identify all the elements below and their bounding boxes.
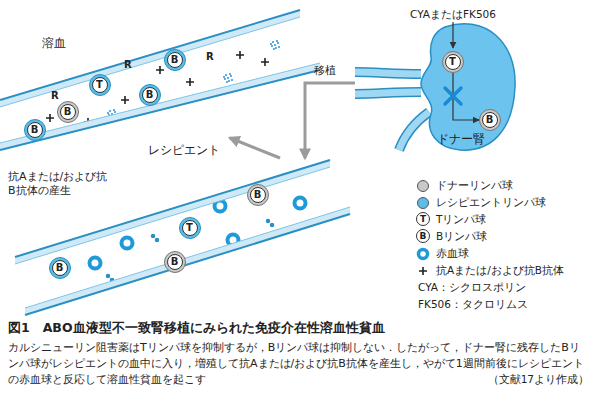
kidney-outline xyxy=(421,24,515,150)
legend-text: 抗Aまたは/および抗B抗体 xyxy=(436,263,564,278)
flow-arrow xyxy=(230,138,280,158)
vessel-inner-line xyxy=(25,207,350,308)
drug-label: CYAまたはFK506 xyxy=(405,8,501,22)
vessel-outline xyxy=(25,214,350,315)
lymphocyte-cell: B xyxy=(479,109,501,131)
vessel-inner-line xyxy=(0,63,320,143)
legend-letter: T xyxy=(420,214,426,224)
legend-text: レシピエントリンパ球 xyxy=(436,195,546,210)
renal-vessel-lumen xyxy=(355,92,421,94)
antibody-plus xyxy=(419,267,427,275)
legend-letter: B xyxy=(420,231,427,241)
lymphocyte-cell: T xyxy=(442,51,464,73)
flow-arrow xyxy=(305,83,355,158)
vessel-wall xyxy=(0,63,320,150)
legend-cell-symbol: B xyxy=(416,229,430,243)
cell-letter: B xyxy=(27,122,43,138)
legend-swatch xyxy=(417,197,429,209)
vessel-outline xyxy=(0,70,320,150)
donor-kidney: ドナー腎 T B xyxy=(355,22,515,152)
node-heading: レシピエント xyxy=(148,143,220,158)
abbreviation-note: FK506：タクロリムス xyxy=(418,298,528,312)
reference-note: （文献17より作成） xyxy=(488,373,589,387)
cell-letter: B xyxy=(52,260,68,276)
legend-text: Tリンパ球 xyxy=(436,212,486,227)
legend-text: Bリンパ球 xyxy=(436,229,487,244)
cell-letter: T xyxy=(182,220,198,236)
cell-letter: B xyxy=(167,254,183,270)
legend-cell-symbol: T xyxy=(416,212,430,226)
cell-letter: B xyxy=(250,187,266,203)
cell-letter: B xyxy=(142,87,158,103)
lymphocyte-cell: T xyxy=(89,74,111,96)
lymphocyte-cell: B xyxy=(164,251,186,273)
cell-letter: T xyxy=(445,54,461,70)
lymphocyte-cell: B xyxy=(164,49,186,71)
receptor-mark: R xyxy=(206,51,214,62)
renal-vessel xyxy=(355,72,421,74)
receptor-mark: R xyxy=(51,90,59,101)
red-blood-cell xyxy=(419,249,428,258)
vessel-wall xyxy=(25,207,350,315)
legend-symbol xyxy=(416,264,430,278)
lymphocyte-cell: B xyxy=(247,184,269,206)
renal-vessel xyxy=(355,92,421,94)
vessel-inner-line xyxy=(0,17,300,107)
legend-swatch xyxy=(417,180,429,192)
lymphocyte-cell: T xyxy=(179,217,201,239)
legend-text: 赤血球 xyxy=(436,246,469,261)
lymphocyte-cell: B xyxy=(49,257,71,279)
receptor-mark: R xyxy=(124,59,132,70)
cell-letter: B xyxy=(482,112,498,128)
edge-label: 抗Aまたは/および抗B抗体の産生 xyxy=(8,170,108,198)
legend-text: ドナーリンパ球 xyxy=(436,178,513,193)
renal-vessel-lumen xyxy=(399,112,429,150)
blood-vessel: 溶血BTBBB xyxy=(0,0,320,138)
abbreviation-note: CYA：シクロスポリン xyxy=(418,281,526,295)
edge-label: 移植 xyxy=(314,64,336,78)
cell-letter: B xyxy=(60,104,76,120)
vessel-shape xyxy=(0,0,320,138)
node-heading: 溶血 xyxy=(42,36,66,51)
cell-letter: B xyxy=(167,52,183,68)
red-blood-cell xyxy=(122,238,133,249)
lymphocyte-cell: B xyxy=(24,119,46,141)
lymphocyte-cell: B xyxy=(139,84,161,106)
renal-vessel-lumen xyxy=(355,72,421,74)
figure-title: 図1 ABO血液型不一致腎移植にみられた免疫介在性溶血性貧血 xyxy=(8,320,385,337)
red-blood-cell xyxy=(90,258,101,269)
renal-vessel xyxy=(399,112,429,150)
cell-letter: T xyxy=(92,77,108,93)
kidney-shape xyxy=(355,22,515,152)
node-heading: ドナー腎 xyxy=(437,132,485,147)
vessel-wall xyxy=(0,10,300,107)
red-blood-cell xyxy=(295,198,306,209)
legend-symbol xyxy=(416,247,430,261)
lymphocyte-cell: B xyxy=(57,101,79,123)
